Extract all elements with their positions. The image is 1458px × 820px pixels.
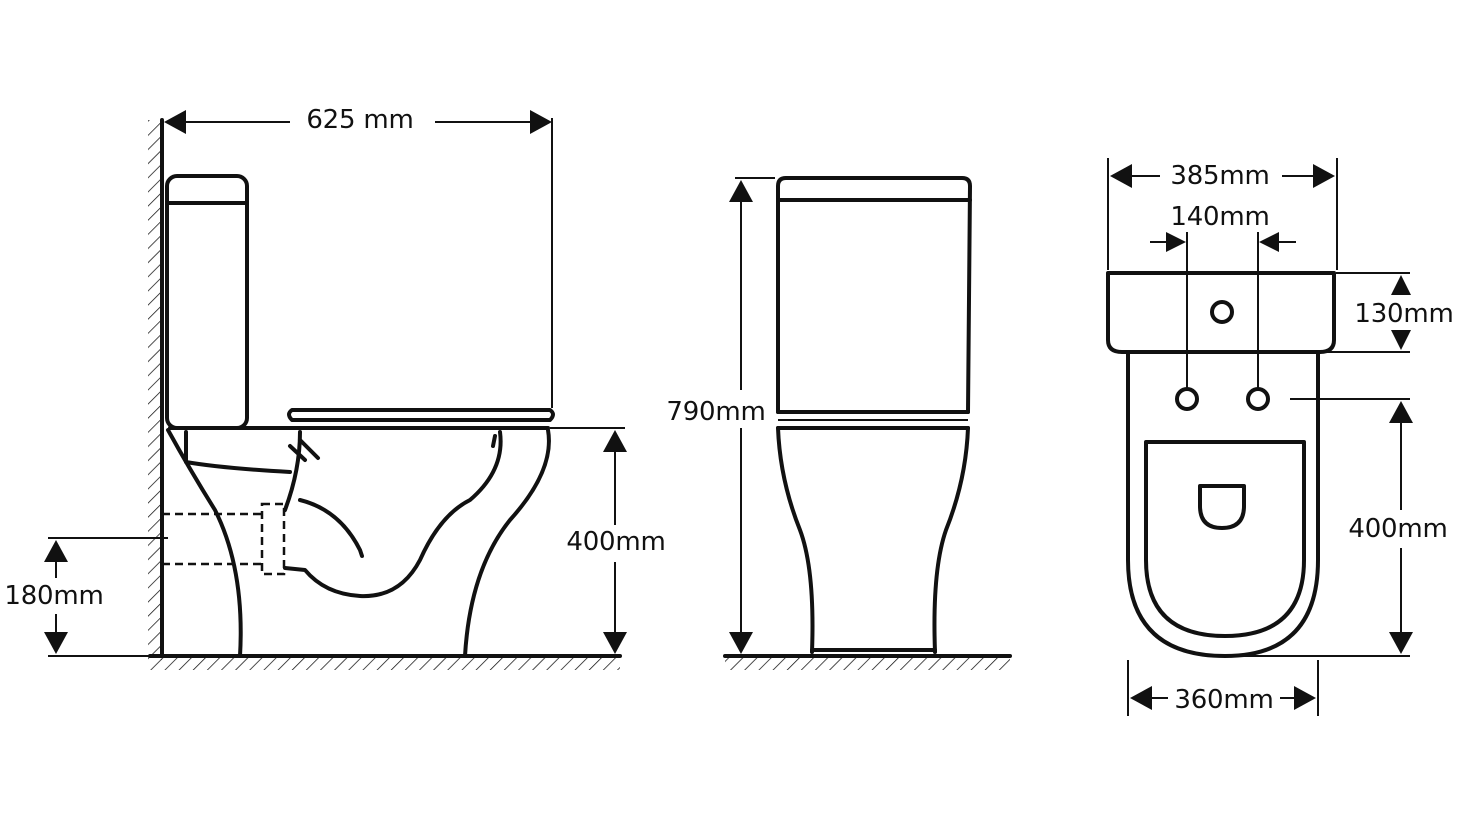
label-400mm-side: 400mm bbox=[566, 527, 665, 557]
label-385mm: 385mm bbox=[1170, 161, 1269, 191]
seat-lid-side bbox=[287, 408, 555, 422]
floor-hatch-front bbox=[725, 656, 1010, 670]
top-view: 385mm 140mm 130mm 400mm 360mm bbox=[1106, 158, 1454, 716]
arrow-130-down bbox=[1391, 330, 1411, 350]
front-pedestal-right bbox=[932, 426, 970, 654]
wall-hatch bbox=[148, 120, 162, 660]
floor-hatch-side bbox=[150, 656, 620, 670]
front-view: 790mm bbox=[666, 176, 1012, 670]
arrow-360-left bbox=[1130, 686, 1152, 710]
cistern-side bbox=[165, 174, 249, 430]
outlet-connector bbox=[260, 502, 286, 576]
pedestal-front bbox=[463, 428, 551, 658]
arrow-180-down bbox=[44, 632, 68, 654]
arrow-400-top-view-up bbox=[1389, 401, 1413, 423]
arrow-400-top-view-down bbox=[1389, 632, 1413, 654]
arrow-360-right bbox=[1294, 686, 1316, 710]
label-130mm: 130mm bbox=[1354, 299, 1453, 329]
hinge-hole-right bbox=[1246, 387, 1270, 411]
cistern-front bbox=[776, 176, 972, 414]
arrow-400-down bbox=[603, 632, 627, 654]
label-360mm: 360mm bbox=[1174, 685, 1273, 715]
seat-top bbox=[1144, 440, 1306, 638]
arrow-625-left bbox=[164, 110, 186, 134]
arrow-625-right bbox=[530, 110, 552, 134]
label-790mm: 790mm bbox=[666, 397, 765, 427]
trap-jet bbox=[288, 438, 320, 462]
bowl-well bbox=[283, 430, 503, 599]
hinge-hole-left bbox=[1175, 387, 1199, 411]
rim-tip bbox=[491, 434, 497, 448]
arrow-180-up bbox=[44, 540, 68, 562]
label-180mm: 180mm bbox=[4, 581, 103, 611]
label-625mm: 625 mm bbox=[306, 105, 413, 135]
arrow-140-left bbox=[1166, 232, 1186, 252]
arrow-790-down bbox=[729, 632, 753, 654]
front-pedestal-left bbox=[776, 426, 815, 654]
arrow-400-up bbox=[603, 430, 627, 452]
flush-button-hole bbox=[1210, 300, 1234, 324]
arrow-790-up bbox=[729, 180, 753, 202]
label-400mm-top: 400mm bbox=[1348, 514, 1447, 544]
drain-outline bbox=[1198, 484, 1246, 530]
arrow-385-left bbox=[1110, 164, 1132, 188]
arrow-385-right bbox=[1313, 164, 1335, 188]
trap-inner-1 bbox=[184, 430, 292, 474]
cistern-top bbox=[1106, 271, 1336, 354]
bowl-inner-back bbox=[283, 430, 302, 512]
arrow-140-right bbox=[1259, 232, 1279, 252]
trap-weir bbox=[298, 498, 364, 558]
label-140mm: 140mm bbox=[1170, 202, 1269, 232]
side-view: 625 mm 400mm 180mm bbox=[4, 105, 666, 670]
arrow-130-up bbox=[1391, 275, 1411, 295]
